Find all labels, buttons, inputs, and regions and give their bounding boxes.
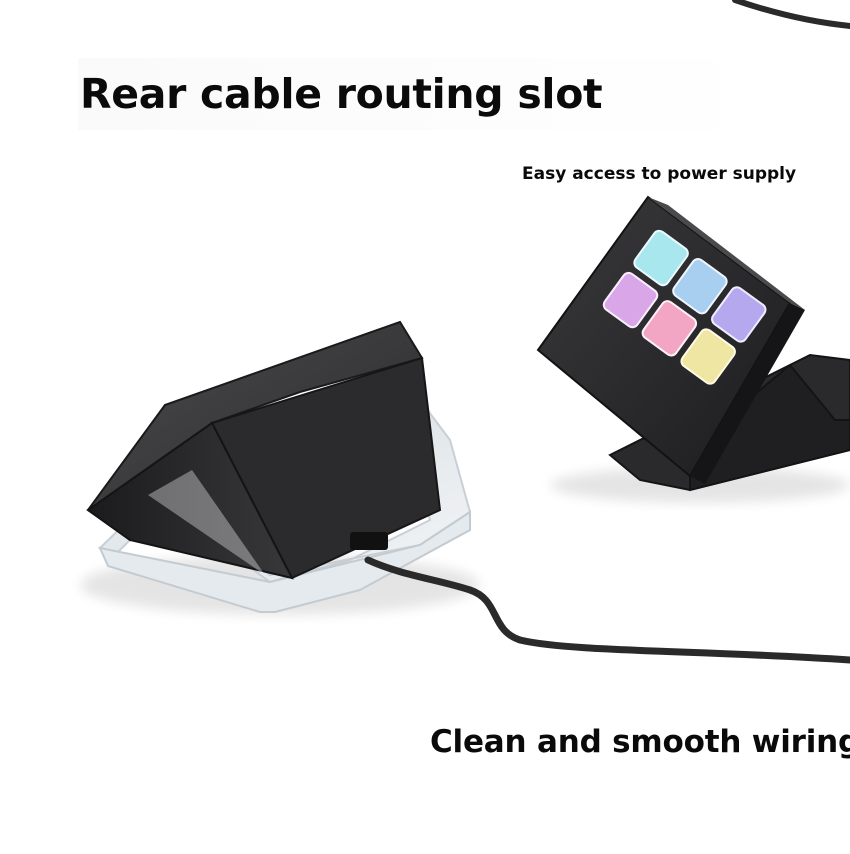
cable [364, 556, 850, 664]
key-blue[interactable] [671, 257, 729, 316]
rear-device [86, 320, 472, 613]
front-device [536, 195, 850, 492]
key-cyan[interactable] [632, 228, 690, 287]
key-purple[interactable] [710, 285, 768, 344]
top-cable [732, 0, 850, 29]
bottom-caption: Clean and smooth wiring [430, 724, 850, 760]
cable-slot [350, 532, 388, 550]
key-yellow[interactable] [679, 327, 737, 386]
key-pink-purple[interactable] [601, 271, 659, 330]
headline: Rear cable routing slot [78, 58, 778, 130]
key-pink[interactable] [640, 299, 698, 358]
subcaption: Easy access to power supply [522, 164, 797, 184]
